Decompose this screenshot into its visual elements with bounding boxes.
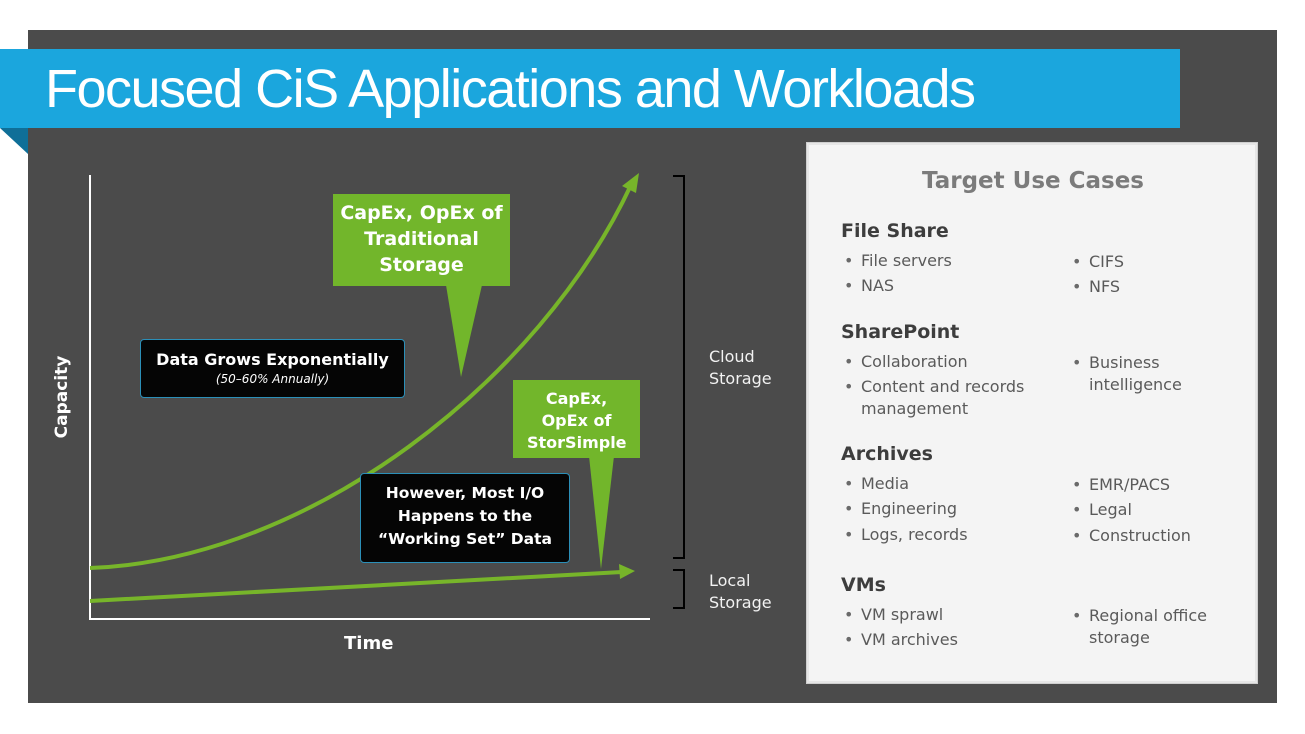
callout-traditional-storage: CapEx, OpEx of Traditional Storage bbox=[333, 194, 510, 286]
section-heading-file-share: File Share bbox=[841, 220, 949, 242]
working-set-text: However, Most I/O Happens to the “Workin… bbox=[377, 484, 553, 548]
working-set-line bbox=[89, 570, 623, 603]
x-axis-label: Time bbox=[344, 633, 394, 654]
list-item: CIFS bbox=[1069, 251, 1239, 273]
data-grows-subtitle: (50–60% Annually) bbox=[215, 372, 330, 386]
section-heading-archives: Archives bbox=[841, 443, 933, 465]
list-item: Business intelligence bbox=[1069, 352, 1219, 396]
exponential-growth-curve bbox=[89, 184, 633, 570]
list-item: Legal bbox=[1069, 499, 1239, 521]
callout-storsimple-text: CapEx, OpEx of StorSimple bbox=[527, 389, 627, 452]
section-heading-sharepoint: SharePoint bbox=[841, 321, 960, 343]
local-storage-bracket bbox=[673, 569, 685, 609]
list-item: File servers bbox=[841, 250, 1041, 272]
list-item: Content and records management bbox=[841, 376, 1056, 420]
list-item: VM archives bbox=[841, 629, 1041, 651]
list-item: EMR/PACS bbox=[1069, 474, 1239, 496]
title-bar bbox=[0, 49, 1180, 128]
list-item: NFS bbox=[1069, 276, 1239, 298]
callout-traditional-pointer bbox=[446, 285, 482, 377]
list-item: NAS bbox=[841, 275, 1041, 297]
cloud-storage-label-text: Cloud Storage bbox=[709, 347, 772, 388]
local-storage-label-text: Local Storage bbox=[709, 571, 772, 612]
list-item: Construction bbox=[1069, 525, 1239, 547]
list-item: Logs, records bbox=[841, 524, 1041, 546]
local-storage-label: Local Storage bbox=[709, 570, 789, 614]
section-heading-vms: VMs bbox=[841, 574, 886, 596]
data-grows-title: Data Grows Exponentially bbox=[156, 350, 389, 369]
panel-title: Target Use Cases bbox=[921, 168, 1144, 194]
cloud-storage-bracket bbox=[673, 175, 685, 559]
y-axis-label: Capacity bbox=[52, 355, 72, 439]
callout-storsimple-pointer bbox=[589, 456, 614, 569]
list-item: VM sprawl bbox=[841, 604, 1041, 626]
cloud-storage-label: Cloud Storage bbox=[709, 346, 789, 390]
list-item: Engineering bbox=[841, 498, 1041, 520]
data-grows-box: Data Grows Exponentially (50–60% Annuall… bbox=[140, 339, 405, 398]
target-use-cases-panel: Target Use Cases File Share File servers… bbox=[806, 142, 1258, 684]
list-item: Media bbox=[841, 473, 1041, 495]
list-item: Collaboration bbox=[841, 351, 1056, 373]
callout-storsimple: CapEx, OpEx of StorSimple bbox=[513, 380, 640, 458]
list-item: Regional office storage bbox=[1069, 605, 1229, 649]
working-set-arrowhead bbox=[619, 564, 635, 579]
title-bar-fold bbox=[0, 128, 28, 154]
working-set-box: However, Most I/O Happens to the “Workin… bbox=[360, 473, 570, 563]
callout-traditional-text: CapEx, OpEx of Traditional Storage bbox=[340, 202, 503, 276]
exponential-curve-arrowhead bbox=[622, 173, 639, 193]
slide-title: Focused CiS Applications and Workloads bbox=[45, 59, 976, 119]
